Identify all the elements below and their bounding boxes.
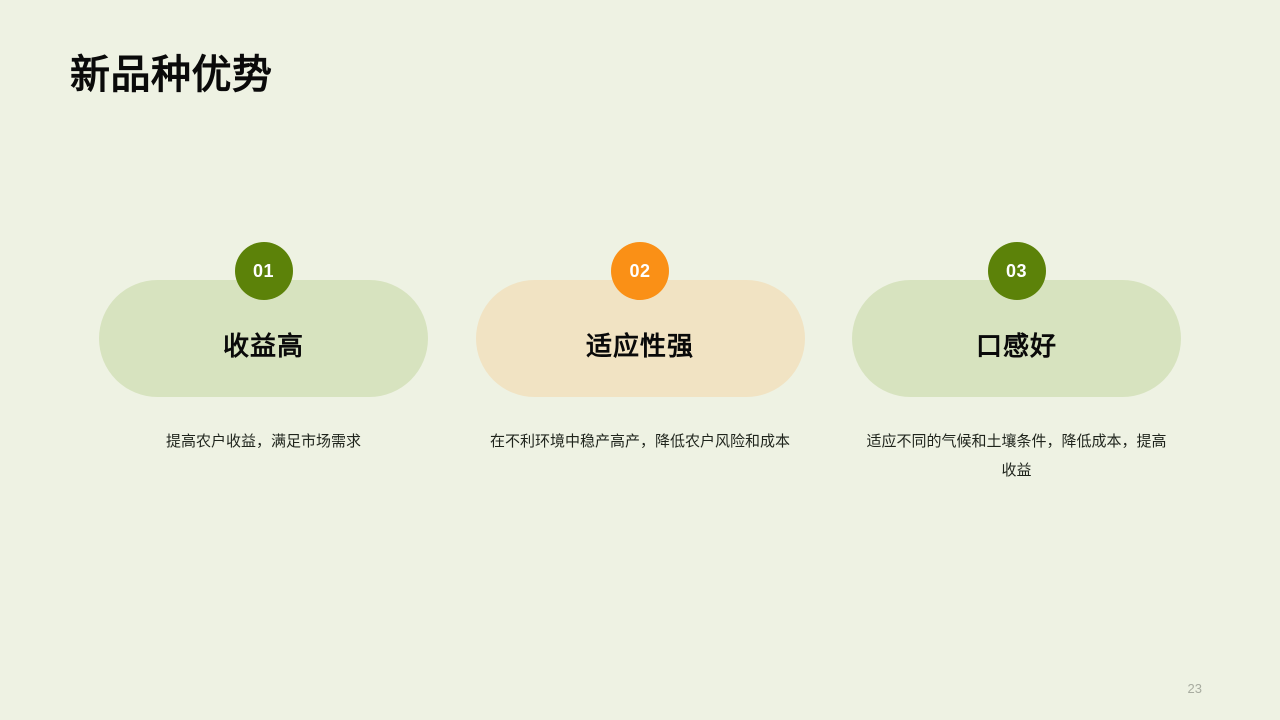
page-title: 新品种优势 bbox=[70, 53, 273, 97]
card-title-01: 收益高 bbox=[222, 331, 304, 361]
card-pill-02: 适应性强 bbox=[475, 280, 805, 397]
card-description-01: 提高农户收益，满足市场需求 bbox=[165, 433, 361, 450]
feature-card-03: 03 口感好 适应不同的气候和土壤条件，降低成本，提高收益 bbox=[852, 242, 1181, 485]
card-number-badge-03: 03 bbox=[987, 242, 1046, 300]
feature-cards-row: 01 收益高 提高农户收益，满足市场需求 02 适应性强 在不利环境中稳产高产，… bbox=[99, 242, 1181, 485]
page-number: 23 bbox=[1187, 681, 1202, 696]
card-description-03: 适应不同的气候和土壤条件，降低成本，提高收益 bbox=[866, 433, 1167, 479]
card-title-03: 口感好 bbox=[975, 331, 1057, 361]
card-description-02: 在不利环境中稳产高产，降低农户风险和成本 bbox=[490, 433, 791, 450]
feature-card-02: 02 适应性强 在不利环境中稳产高产，降低农户风险和成本 bbox=[475, 242, 805, 485]
card-number-badge-01: 01 bbox=[234, 242, 293, 300]
card-number-badge-02: 02 bbox=[611, 242, 669, 300]
feature-card-01: 01 收益高 提高农户收益，满足市场需求 bbox=[99, 242, 428, 485]
card-title-02: 适应性强 bbox=[585, 331, 694, 361]
